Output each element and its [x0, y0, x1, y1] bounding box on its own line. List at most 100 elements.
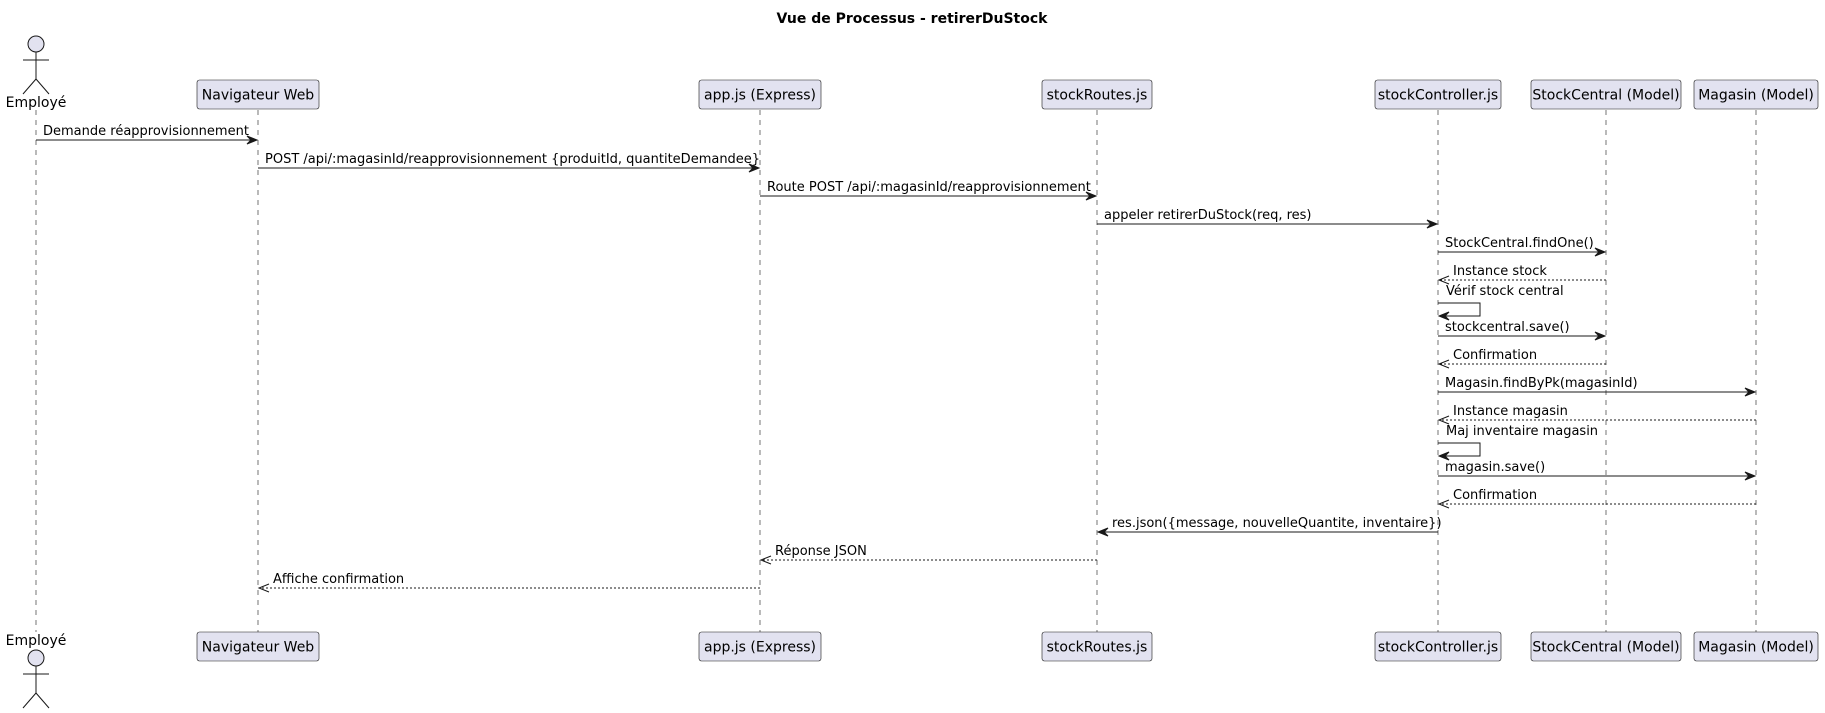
- message-10: Magasin.findByPk(magasinId): [1438, 376, 1757, 397]
- message-15: res.json({message, nouvelleQuantite, inv…: [1096, 516, 1442, 537]
- actor-leg-right: [35, 692, 50, 709]
- participant-label: StockCentral (Model): [1532, 640, 1679, 656]
- message-label: res.json({message, nouvelleQuantite, inv…: [1112, 516, 1442, 531]
- participant-box: [1693, 79, 1819, 110]
- participant-label: stockRoutes.js: [1047, 88, 1148, 104]
- participant-label: Magasin (Model): [1698, 640, 1814, 656]
- arrowhead-open: [257, 583, 270, 593]
- participant-box: [698, 79, 822, 110]
- participant-label: stockController.js: [1378, 88, 1498, 104]
- arrowhead-filled: [1426, 219, 1439, 229]
- arrowhead-filled: [748, 163, 761, 173]
- arrowhead-open: [1437, 415, 1450, 425]
- participant-box: [196, 631, 320, 662]
- message-1: Demande réapprovisionnement: [36, 124, 259, 145]
- actor-leg-right: [35, 78, 50, 95]
- message-label: Confirmation: [1453, 348, 1537, 363]
- lifelines: [35, 110, 1757, 632]
- participant-app-top: app.js (Express): [698, 79, 822, 110]
- participant-stockcentral-top: StockCentral (Model): [1530, 79, 1682, 110]
- message-line-self: [1438, 302, 1481, 317]
- actor-leg-left: [22, 78, 37, 95]
- message-14: Confirmation: [1437, 488, 1756, 509]
- arrowhead-open: [1437, 499, 1450, 509]
- arrowhead-filled: [1594, 331, 1607, 341]
- arrowhead-filled: [1437, 451, 1450, 461]
- participant-box: [698, 631, 822, 662]
- message-label: stockcentral.save(): [1445, 320, 1570, 335]
- message-label: POST /api/:magasinId/reapprovisionnement…: [265, 152, 760, 167]
- arrowhead-filled: [1744, 387, 1757, 397]
- message-5: StockCentral.findOne(): [1438, 236, 1607, 257]
- actor-leg-left: [22, 692, 37, 709]
- participant-label: Navigateur Web: [202, 640, 315, 656]
- message-label: Maj inventaire magasin: [1446, 424, 1598, 439]
- participant-label-employe-top: Employé: [6, 95, 67, 111]
- arrowhead-filled: [246, 135, 259, 145]
- participant-box: [196, 79, 320, 110]
- participant-box: [1530, 79, 1682, 110]
- message-line-self: [1438, 442, 1481, 457]
- participant-label: app.js (Express): [704, 88, 816, 104]
- participant-app-bottom: app.js (Express): [698, 631, 822, 662]
- arrowhead-filled: [1437, 311, 1450, 321]
- participant-label-employe-bottom: Employé: [6, 633, 67, 649]
- participant-magasin-bottom: Magasin (Model): [1693, 631, 1819, 662]
- message-label: appeler retirerDuStock(req, res): [1104, 208, 1312, 223]
- participant-label: StockCentral (Model): [1532, 88, 1679, 104]
- message-label: Instance stock: [1453, 264, 1547, 279]
- message-17: Affiche confirmation: [257, 572, 760, 593]
- message-label: Confirmation: [1453, 488, 1537, 503]
- participant-box: [1041, 631, 1153, 662]
- arrowhead-filled: [1096, 527, 1109, 537]
- arrowhead-filled: [1594, 247, 1607, 257]
- participant-navigateur-top: Navigateur Web: [196, 79, 320, 110]
- actor-figure-bottom: [22, 649, 50, 709]
- participant-controller-bottom: stockController.js: [1374, 631, 1502, 662]
- participant-label: Navigateur Web: [202, 88, 315, 104]
- arrowhead-open: [1437, 359, 1450, 369]
- participant-label: stockRoutes.js: [1047, 640, 1148, 656]
- message-label: Réponse JSON: [775, 544, 867, 559]
- participant-label: app.js (Express): [704, 640, 816, 656]
- message-9: Confirmation: [1437, 348, 1606, 369]
- message-8: stockcentral.save(): [1438, 320, 1607, 341]
- participant-box: [1530, 631, 1682, 662]
- participant-controller-top: stockController.js: [1374, 79, 1502, 110]
- actor-figure-top: [22, 35, 50, 95]
- message-3: Route POST /api/:magasinId/reapprovision…: [760, 180, 1098, 201]
- message-11: Instance magasin: [1437, 404, 1756, 425]
- message-12: Maj inventaire magasin: [1437, 424, 1598, 461]
- actor-head: [27, 649, 45, 667]
- message-4: appeler retirerDuStock(req, res): [1097, 208, 1439, 229]
- message-label: Route POST /api/:magasinId/reapprovision…: [767, 180, 1091, 195]
- arrowhead-open: [1437, 275, 1450, 285]
- participant-routes-bottom: stockRoutes.js: [1041, 631, 1153, 662]
- arrowhead-filled: [1085, 191, 1098, 201]
- participant-magasin-top: Magasin (Model): [1693, 79, 1819, 110]
- message-label: Instance magasin: [1453, 404, 1568, 419]
- message-label: Vérif stock central: [1446, 284, 1564, 299]
- message-label: StockCentral.findOne(): [1445, 236, 1594, 251]
- participant-box: [1374, 79, 1502, 110]
- arrowhead-filled: [1744, 471, 1757, 481]
- participant-routes-top: stockRoutes.js: [1041, 79, 1153, 110]
- message-2: POST /api/:magasinId/reapprovisionnement…: [258, 152, 761, 173]
- participant-label: stockController.js: [1378, 640, 1498, 656]
- message-7: Vérif stock central: [1437, 284, 1564, 321]
- participant-navigateur-bottom: Navigateur Web: [196, 631, 320, 662]
- participant-label: Magasin (Model): [1698, 88, 1814, 104]
- arrowhead-open: [759, 555, 772, 565]
- participant-box: [1374, 631, 1502, 662]
- message-13: magasin.save(): [1438, 460, 1757, 481]
- message-16: Réponse JSON: [759, 544, 1097, 565]
- message-label: Magasin.findByPk(magasinId): [1445, 376, 1638, 391]
- participant-stockcentral-bottom: StockCentral (Model): [1530, 631, 1682, 662]
- message-label: magasin.save(): [1445, 460, 1545, 475]
- message-label: Affiche confirmation: [273, 572, 404, 587]
- message-label: Demande réapprovisionnement: [43, 124, 249, 139]
- participant-box: [1693, 631, 1819, 662]
